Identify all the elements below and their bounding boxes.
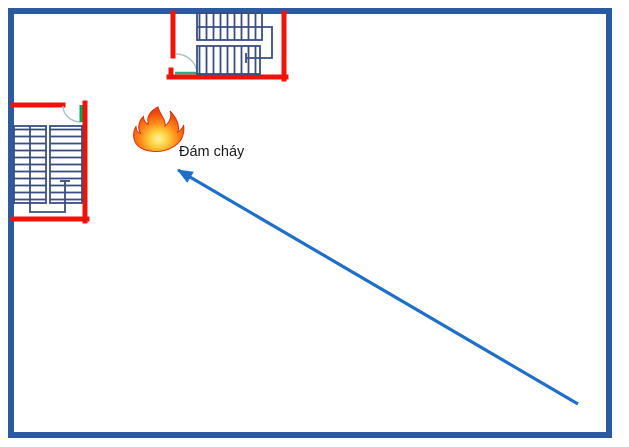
- evacuation-route-arrow: [177, 168, 579, 406]
- door-swing-arc: [62, 105, 82, 123]
- staircase-top-symbol: [166, 10, 289, 82]
- fire-label: Đám cháy: [179, 144, 245, 160]
- stair-rail-connector: [29, 126, 66, 213]
- stair-rail-connector: [197, 26, 273, 59]
- stair-flight-right: [49, 125, 83, 204]
- flame-shape: [133, 106, 185, 153]
- wall-segment: [166, 67, 289, 80]
- staircase-left-symbol: [10, 100, 90, 224]
- flame-icon: [133, 106, 185, 153]
- stair-flight-lower: [196, 45, 261, 75]
- page-border: [8, 8, 612, 438]
- door-swing-arc: [175, 53, 198, 75]
